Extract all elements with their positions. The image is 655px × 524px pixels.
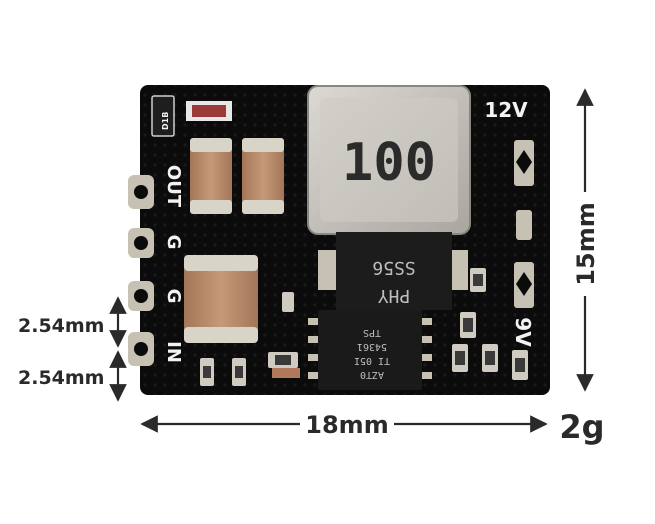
dimension-annotations [109,88,594,433]
pitch-label-2: 2.54mm [18,367,104,389]
small-passives [200,268,528,386]
height-label: 15mm [572,202,600,285]
led-label: D1B [161,112,170,130]
schottky-diode: SS56 PHY [318,232,468,310]
pin-label-in: IN [163,341,184,363]
led-component: D1B [151,95,232,137]
pitch-label-1: 2.54mm [18,315,104,337]
ic-marking-1: TPS [363,327,381,338]
voltage-12v-label: 12V [484,98,528,122]
ic-marking-2: 54361 [357,341,387,352]
ceramic-capacitors [184,138,284,343]
pin-label-g1: G [163,235,184,250]
castellated-pads [128,175,154,366]
regulator-ic: TPS 54361 TI 05I AZT0 [308,310,432,390]
pin-label-g2: G [163,289,184,304]
inductor-marking: 100 [342,133,436,193]
diode-marking-1: SS56 [372,257,415,278]
voltage-9v-label: 9V [511,317,535,347]
width-label: 18mm [305,411,388,439]
diode-marking-2: PHY [378,285,411,306]
ic-marking-3: TI 05I [354,355,390,366]
voltage-select-pads [514,140,534,308]
pin-label-out: OUT [163,165,184,208]
ic-marking-4: AZT0 [360,369,384,380]
weight-label: 2g [559,408,604,446]
silkscreen-labels: 12V 9V OUT G G IN [163,98,535,363]
inductor: 100 [307,85,471,235]
